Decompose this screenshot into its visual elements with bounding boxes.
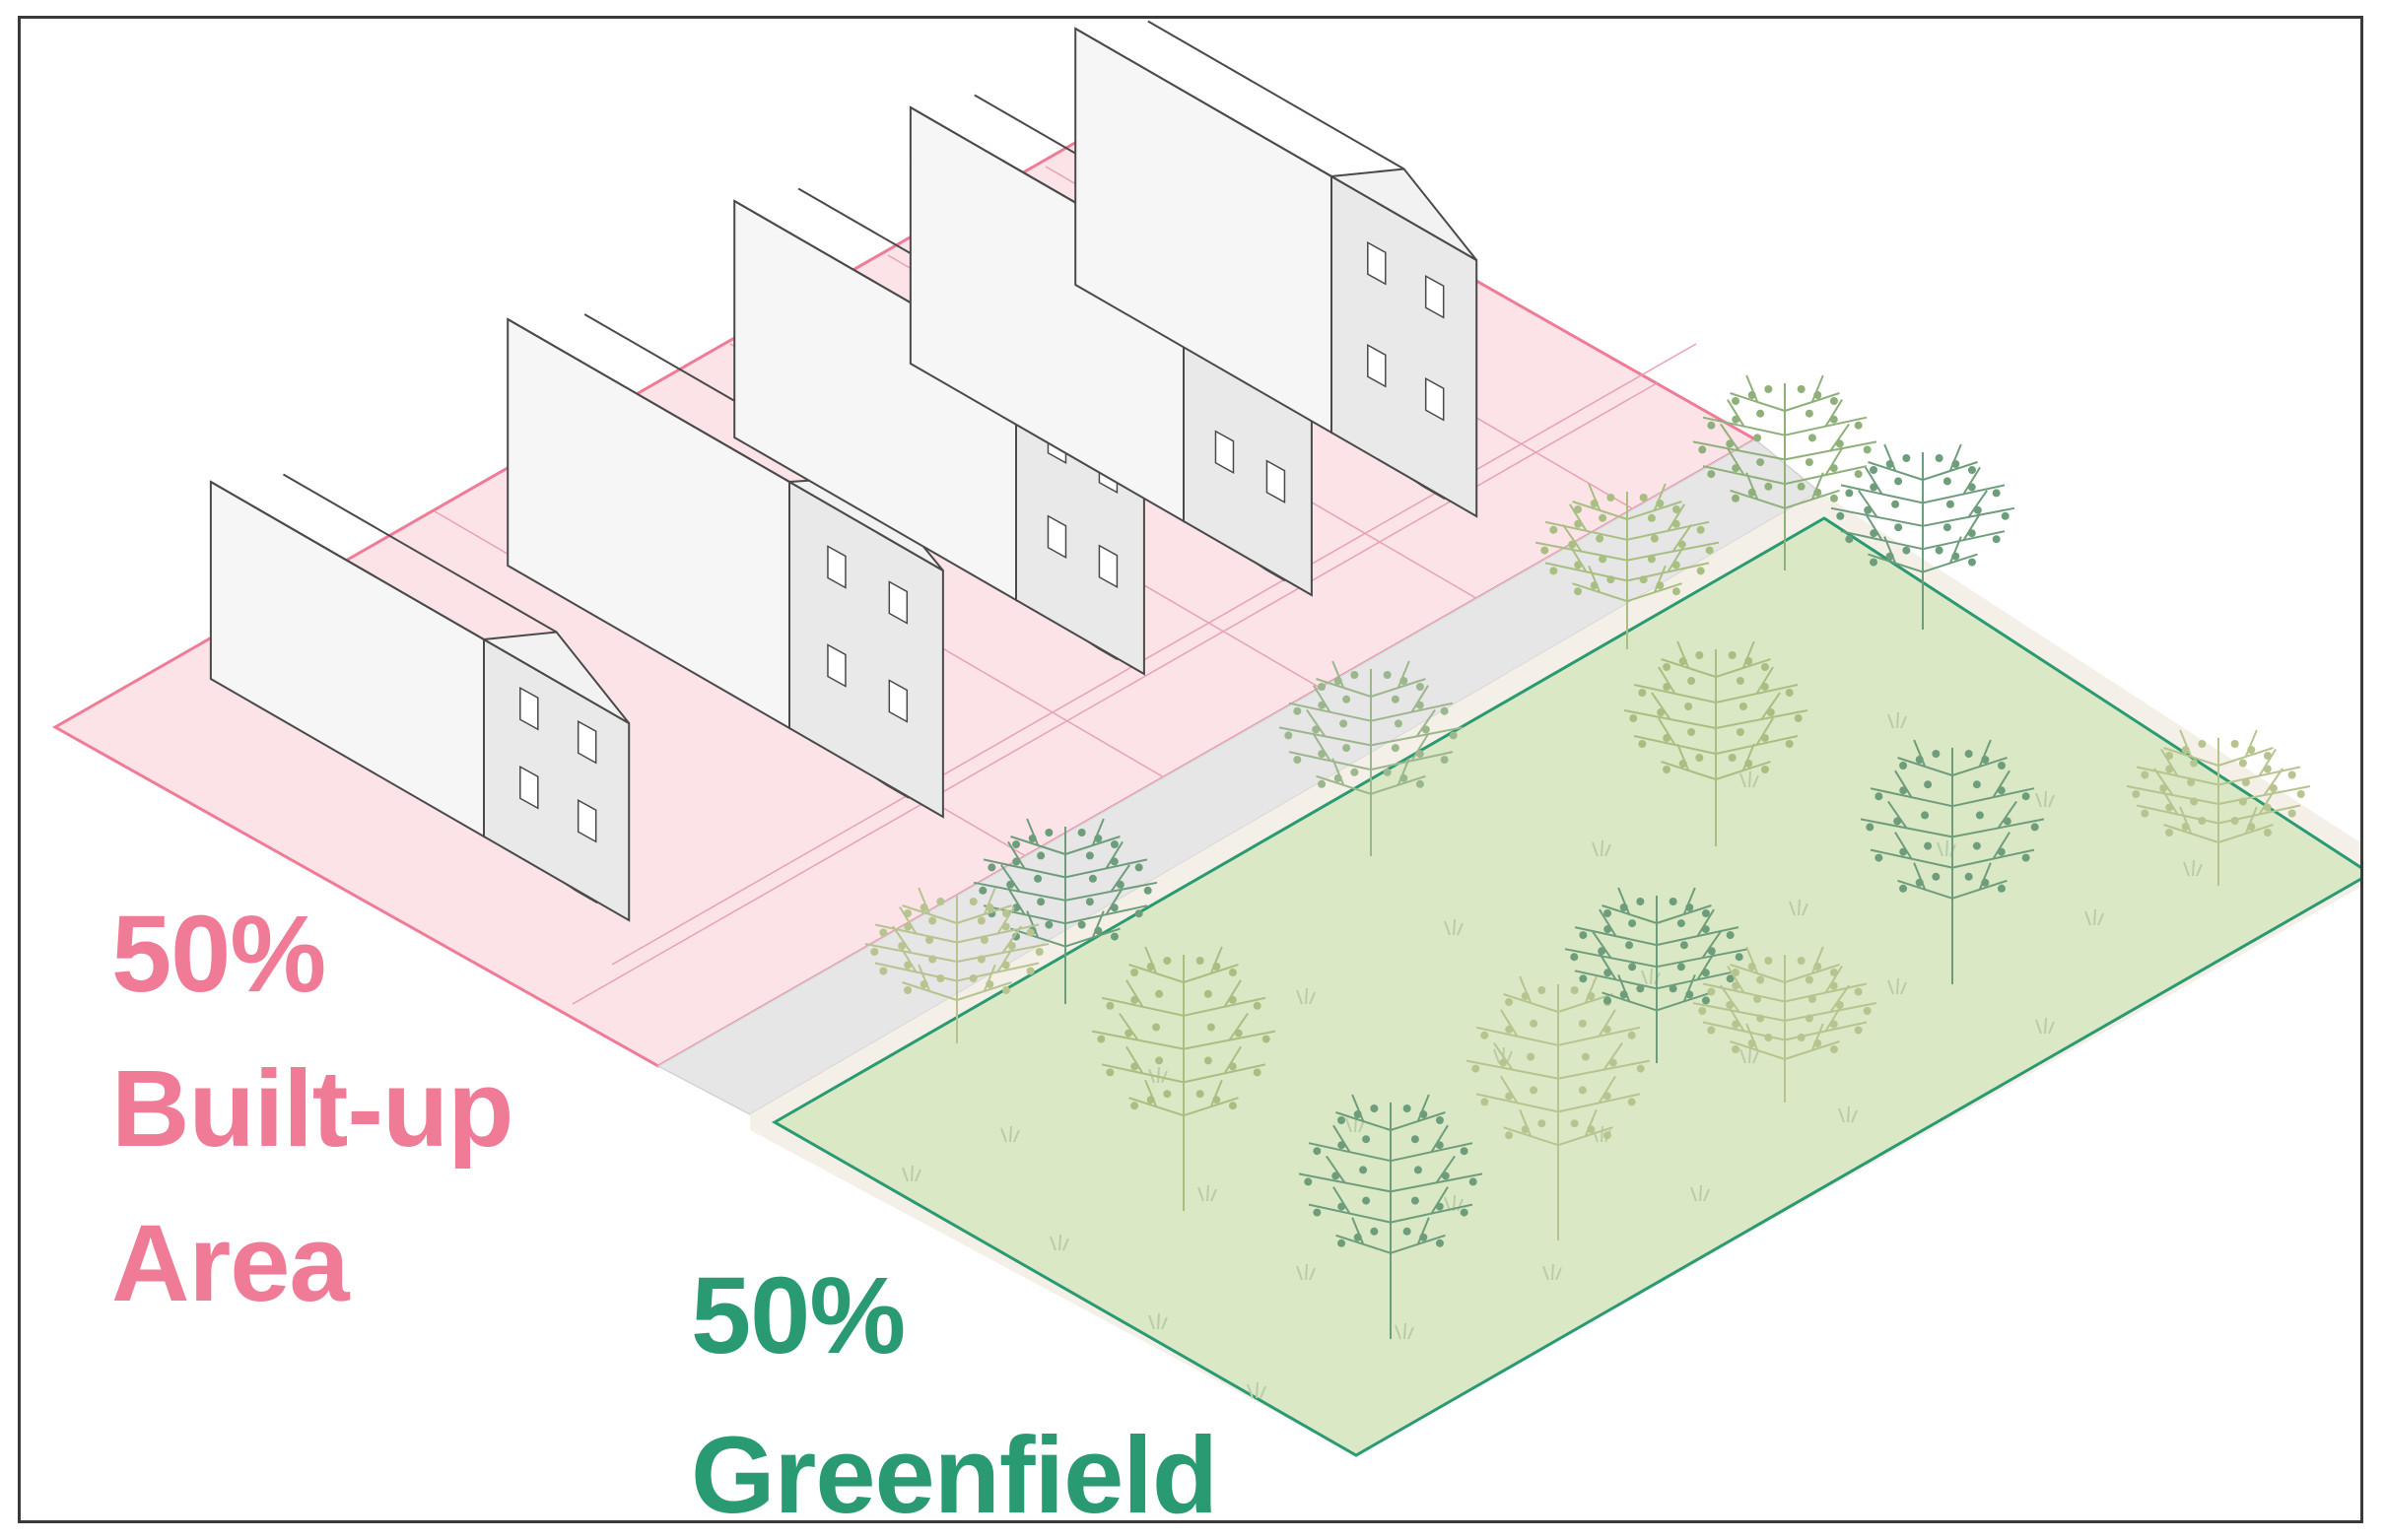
grass-tuft-icon: [1197, 1184, 1217, 1202]
trees: [864, 374, 2311, 1339]
greenfield-label-line1: Greenfield: [691, 1415, 1218, 1523]
grass-tufts: [902, 711, 2203, 1399]
grass-tuft-icon: [1444, 918, 1464, 936]
greenfield-label: 50% Greenfield: [691, 1255, 1218, 1523]
tree-icon: [1091, 946, 1276, 1211]
grass-tuft-icon: [1592, 839, 1611, 857]
greenfield-area-fill: [771, 516, 2360, 1457]
tree-icon: [1692, 946, 1877, 1103]
tree-icon: [1860, 739, 2045, 984]
grass-tuft-icon: [1148, 1312, 1168, 1330]
grass-tuft-icon: [1050, 1234, 1069, 1251]
grass-tuft-icon: [2035, 790, 2055, 808]
built-up-percent: 50%: [111, 894, 326, 1015]
grass-tuft-icon: [1887, 711, 1907, 729]
grass-tuft-icon: [1838, 1105, 1858, 1123]
house-icon: [507, 313, 944, 819]
grass-tuft-icon: [1739, 1046, 1759, 1064]
grass-tuft-icon: [1296, 1263, 1316, 1281]
built-up-label-line2: Area: [111, 1203, 350, 1324]
grass-tuft-icon: [2084, 908, 2104, 926]
tree-icon: [2126, 729, 2311, 886]
grass-tuft-icon: [1395, 1322, 1414, 1340]
houses: [209, 20, 1478, 922]
tree-icon: [1534, 483, 1720, 649]
built-up-area-label: 50% Built-up Area: [111, 894, 513, 1365]
tree-icon: [1830, 443, 2015, 630]
tree-icon: [1692, 374, 1877, 570]
grass-tuft-icon: [2183, 859, 2203, 877]
tree-icon: [1298, 1094, 1483, 1339]
grass-tuft-icon: [902, 1165, 921, 1182]
grass-tuft-icon: [1542, 1263, 1562, 1281]
diagram-frame: 50% Built-up Area 50% Greenfield: [18, 16, 2363, 1523]
house-icon: [1074, 20, 1478, 518]
tree-icon: [973, 818, 1158, 1004]
grass-tuft-icon: [1247, 1381, 1266, 1399]
grass-tuft-icon: [1739, 770, 1759, 788]
grass-tuft-icon: [1296, 987, 1316, 1005]
tree-icon: [1465, 975, 1651, 1240]
isometric-scene: [51, 20, 2360, 1457]
greenfield-parcel: [750, 492, 2360, 1457]
house-icon: [209, 473, 631, 922]
grass-tuft-icon: [1789, 899, 1808, 916]
grass-tuft-icon: [1690, 1184, 1710, 1202]
grass-tuft-icon: [1887, 977, 1907, 995]
grass-tuft-icon: [1000, 1125, 1020, 1143]
tree-icon: [1278, 660, 1464, 856]
greenfield-percent: 50%: [691, 1255, 906, 1376]
tree-icon: [864, 887, 1050, 1043]
built-up-label-line1: Built-up: [111, 1048, 513, 1170]
tree-icon: [1623, 640, 1808, 846]
tree-icon: [1564, 887, 1749, 1063]
grass-tuft-icon: [2035, 1017, 2055, 1035]
